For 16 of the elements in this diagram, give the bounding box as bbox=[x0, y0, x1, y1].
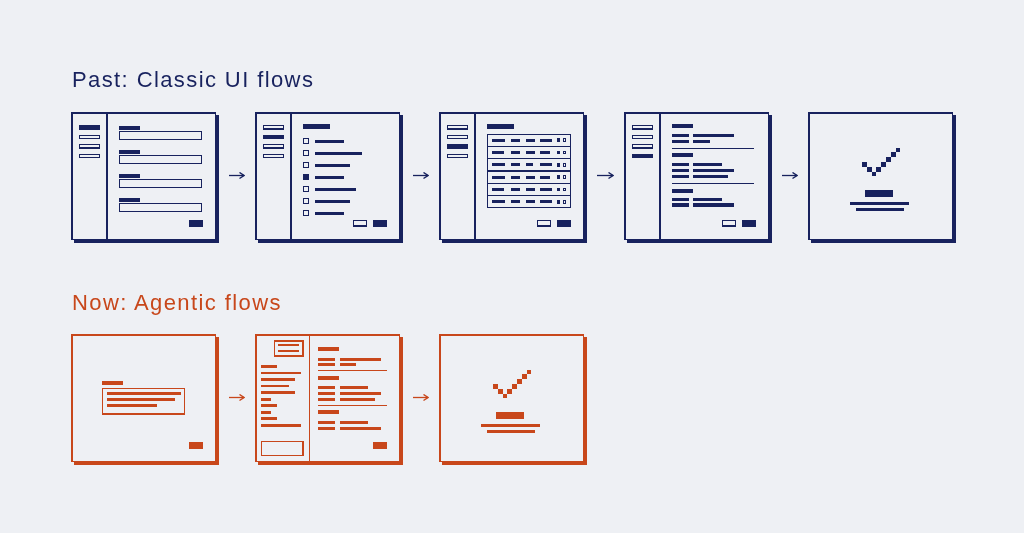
checklist-screen-drawing bbox=[255, 112, 403, 243]
success-screen-drawing bbox=[808, 112, 956, 243]
arrow bbox=[412, 393, 429, 402]
success-screen-drawing bbox=[439, 334, 587, 465]
section-heading: Past: Classic UI flows bbox=[72, 67, 315, 93]
arrow bbox=[781, 171, 798, 180]
arrow bbox=[596, 171, 614, 180]
prompt-screen-drawing bbox=[71, 334, 219, 465]
chat-split-screen-drawing bbox=[255, 334, 403, 465]
section-heading: Now: Agentic flows bbox=[72, 290, 282, 316]
arrow bbox=[228, 171, 245, 180]
table-screen-drawing bbox=[439, 112, 587, 243]
detail-screen-drawing bbox=[624, 112, 772, 243]
form-screen-drawing bbox=[71, 112, 219, 243]
arrow bbox=[228, 393, 245, 402]
arrow bbox=[412, 171, 429, 180]
